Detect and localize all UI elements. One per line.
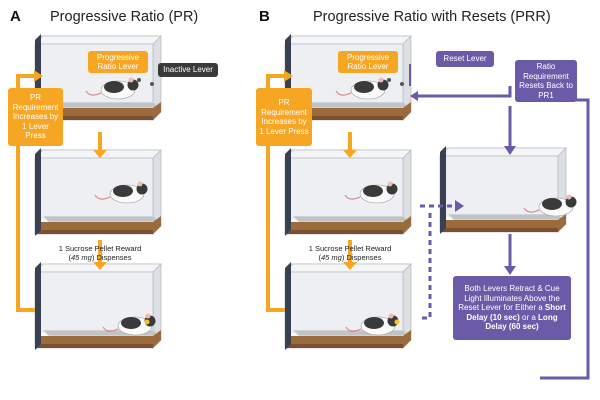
- flow-arrows-b: [266, 70, 357, 312]
- reward-caption-b: 1 Sucrose Pellet Reward (45 mg) Dispense…: [308, 244, 392, 262]
- pr-requirement-label-a: PR Requirement Increases by 1 Lever Pres…: [8, 88, 63, 146]
- reward-caption-a: 1 Sucrose Pellet Reward (45 mg) Dispense…: [58, 244, 142, 262]
- pr-requirement-label-b: PR Requirement Increases by 1 Lever Pres…: [256, 88, 312, 146]
- progressive-lever-label-a: Progressive Ratio Lever: [88, 51, 148, 73]
- reward-suffix-b: Dispenses: [346, 253, 382, 262]
- reward-amount-a: 45 mg: [71, 253, 92, 262]
- chamber-b-reset: [439, 145, 567, 235]
- lever-markers: [137, 78, 404, 325]
- progressive-lever-label-b: Progressive Ratio Lever: [338, 51, 398, 73]
- reward-line1-a: 1 Sucrose Pellet Reward: [58, 244, 142, 253]
- panel-a-letter: A: [10, 8, 21, 25]
- chamber-a-3: [34, 261, 162, 351]
- reward-amount-b: 45 mg: [321, 253, 342, 262]
- inactive-lever-label: Inactive Lever: [158, 63, 218, 77]
- reset-requirement-label: Ratio Requirement Resets Back to PR1: [515, 60, 577, 102]
- reward-suffix-a: Dispenses: [96, 253, 132, 262]
- panel-a-title: Progressive Ratio (PR): [50, 9, 199, 25]
- panel-b-title: Progressive Ratio with Resets (PRR): [313, 9, 551, 25]
- flow-arrows-a: [16, 70, 107, 312]
- chamber-b-3: [284, 261, 412, 351]
- reward-line1-b: 1 Sucrose Pellet Reward: [308, 244, 392, 253]
- reset-lever-label: Reset Lever: [436, 51, 494, 67]
- retract-delay-label: Both Levers Retract & Cue Light Illumina…: [453, 276, 571, 340]
- retract-or-text: or a: [522, 312, 536, 322]
- reset-arrows: [409, 64, 590, 380]
- panel-b-letter: B: [259, 8, 270, 25]
- long-delay-text: Long Delay (60 sec): [485, 312, 558, 332]
- retract-text: Both Levers Retract & Cue Light Illumina…: [458, 284, 560, 313]
- short-delay-text: Short Delay (10 sec): [466, 303, 566, 322]
